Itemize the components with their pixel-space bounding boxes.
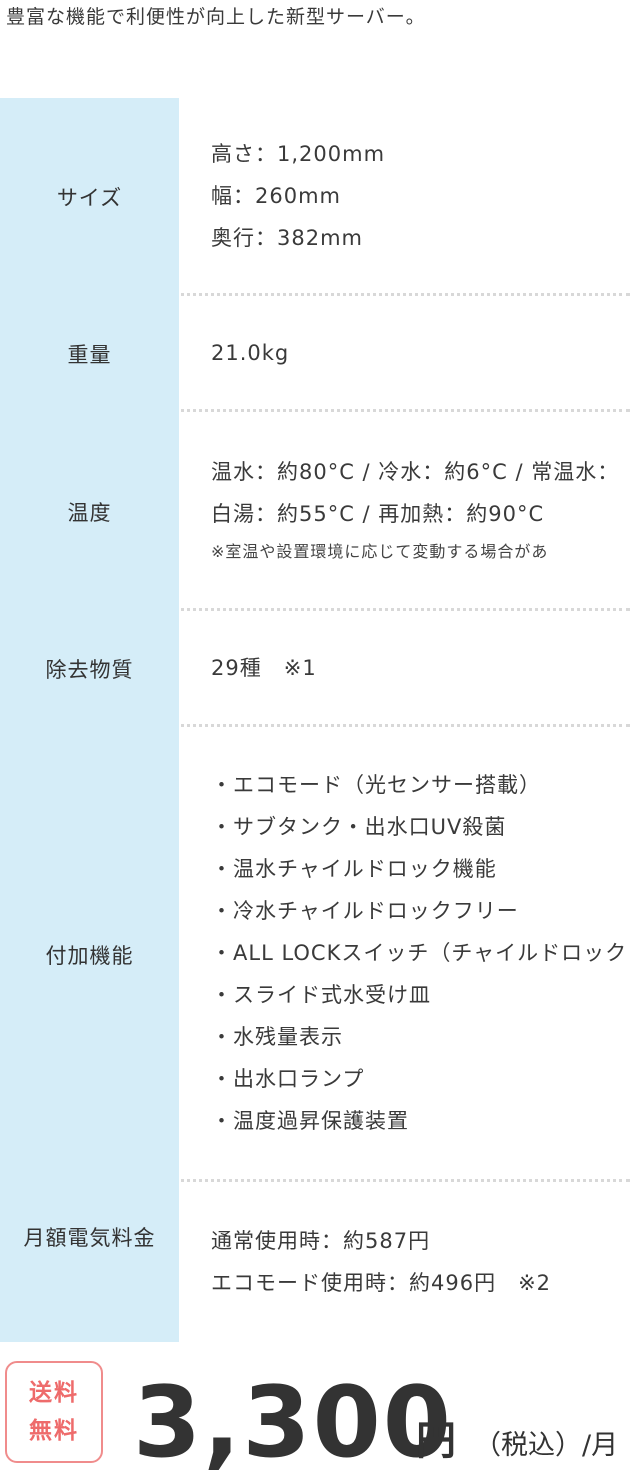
price-suffix: （税込）/月: [474, 1430, 619, 1461]
spec-label: サイズ: [0, 98, 179, 296]
price-amount: 3,300: [133, 1366, 453, 1480]
spec-value-line: 21.0kg: [211, 340, 290, 365]
spec-value-line: 幅：260mm: [211, 183, 341, 208]
feature-item: ・出水口ランプ: [211, 1067, 365, 1091]
spec-row-removed-substances: 除去物質 29種 ※1: [0, 611, 630, 727]
spec-value-line: 通常使用時：約587円: [211, 1229, 431, 1253]
spec-value: 21.0kg: [179, 296, 630, 409]
feature-item: ・ALL LOCKスイッチ（チャイルドロック: [211, 941, 628, 965]
feature-item: ・温度過昇保護装置: [211, 1109, 409, 1133]
spec-label: 月額電気料金: [0, 1182, 179, 1342]
spec-value-line: エコモード使用時：約496円 ※2: [211, 1271, 552, 1295]
feature-item: ・水残量表示: [211, 1025, 343, 1049]
spec-row-features: 付加機能 ・エコモード（光センサー搭載） ・サブタンク・出水口UV殺菌 ・温水チ…: [0, 727, 630, 1182]
spec-note: ※室温や設置環境に応じて変動する場合があ: [211, 542, 549, 561]
spec-row-size: サイズ 高さ：1,200mm 幅：260mm 奥行：382mm: [0, 98, 630, 296]
spec-value-line: 高さ：1,200mm: [211, 141, 386, 166]
feature-item: ・サブタンク・出水口UV殺菌: [211, 815, 507, 839]
spec-value-line: 29種 ※1: [211, 655, 317, 680]
feature-item: ・エコモード（光センサー搭載）: [211, 773, 541, 797]
spec-value: 温水：約80°C / 冷水：約6°C / 常温水： 白湯：約55°C / 再加熱…: [179, 412, 630, 608]
badge-line: 無料: [29, 1418, 79, 1444]
spec-label: 除去物質: [0, 611, 179, 727]
badge-line: 送料: [29, 1380, 79, 1406]
feature-item: ・温水チャイルドロック機能: [211, 857, 497, 881]
spec-label: 温度: [0, 412, 179, 611]
price-currency: 円: [416, 1418, 456, 1464]
spec-value: 29種 ※1: [179, 611, 630, 724]
spec-value-line: 白湯：約55°C / 再加熱：約90°C: [211, 502, 545, 526]
spec-value: 通常使用時：約587円 エコモード使用時：約496円 ※2: [179, 1182, 630, 1342]
spec-row-weight: 重量 21.0kg: [0, 296, 630, 412]
intro-text: 豊富な機能で利便性が向上した新型サーバー。: [6, 6, 426, 28]
spec-row-temperature: 温度 温水：約80°C / 冷水：約6°C / 常温水： 白湯：約55°C / …: [0, 412, 630, 611]
price-area: 送料 無料 3,300 円 （税込）/月: [0, 1358, 630, 1484]
spec-row-electricity: 月額電気料金 通常使用時：約587円 エコモード使用時：約496円 ※2: [0, 1182, 630, 1342]
spec-value-line: 温水：約80°C / 冷水：約6°C / 常温水：: [211, 460, 620, 484]
spec-value-line: 奥行：382mm: [211, 225, 363, 250]
free-shipping-badge: 送料 無料: [5, 1361, 103, 1463]
spec-value: 高さ：1,200mm 幅：260mm 奥行：382mm: [179, 98, 630, 293]
spec-value: ・エコモード（光センサー搭載） ・サブタンク・出水口UV殺菌 ・温水チャイルドロ…: [179, 727, 630, 1179]
spec-label: 付加機能: [0, 727, 179, 1182]
feature-item: ・スライド式水受け皿: [211, 983, 431, 1007]
spec-label: 重量: [0, 296, 179, 412]
feature-item: ・冷水チャイルドロックフリー: [211, 899, 519, 923]
spec-table: サイズ 高さ：1,200mm 幅：260mm 奥行：382mm 重量 21.0k…: [0, 98, 630, 1342]
